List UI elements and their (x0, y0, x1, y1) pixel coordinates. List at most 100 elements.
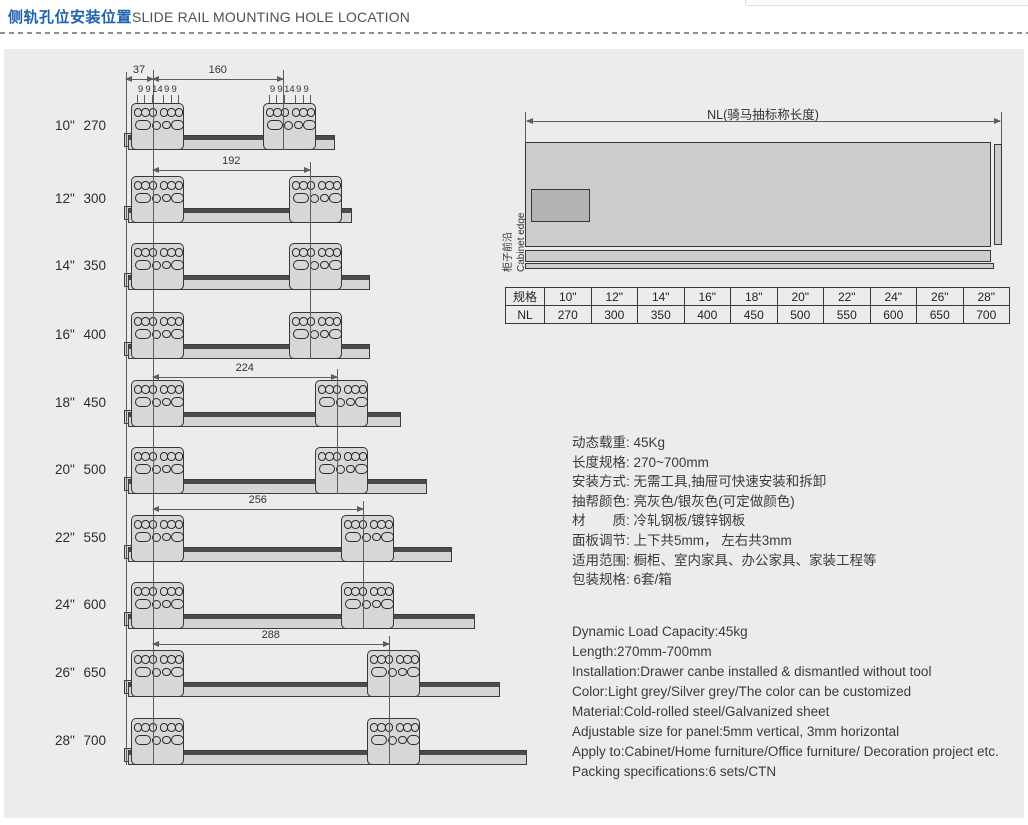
screw-slot (355, 464, 368, 474)
screw-hole (320, 329, 329, 339)
hole-pitch-tick (302, 95, 304, 103)
reference-line (152, 70, 154, 765)
dimension-value: 37 (132, 64, 146, 76)
screw-slot (267, 120, 283, 130)
dimension-value: 256 (248, 494, 267, 506)
rail-size-label: 16"400 (55, 327, 106, 342)
dimension-value: 224 (235, 362, 254, 374)
spec-line: 长度规格: 270~700mm (572, 454, 709, 470)
dimension-line (151, 505, 364, 512)
screw-slot (303, 120, 316, 130)
screw-slot (171, 667, 184, 677)
size-table-value-cell: 600 (869, 305, 917, 324)
screw-hole (388, 735, 397, 745)
size-table-header-cell: 规格 (505, 287, 545, 306)
screw-slot (135, 120, 151, 130)
spec-line: 安装方式: 无需工具,抽屉可快速安装和拆卸 (572, 474, 827, 490)
screw-hole (388, 667, 397, 677)
screw-hole (410, 723, 420, 732)
nl-dimension-line (526, 117, 1001, 124)
screw-hole (174, 181, 184, 190)
hole-pitch-value: 9 (269, 84, 276, 95)
slide-rail-bar (128, 750, 527, 765)
screw-slot (407, 667, 420, 677)
hole-pitch-tick (144, 95, 146, 103)
screw-hole (162, 735, 171, 745)
hole-pitch-tick (170, 95, 172, 103)
mounting-bracket (315, 447, 368, 494)
screw-hole (358, 452, 368, 461)
size-table-value-cell: 400 (683, 305, 731, 324)
rail-size-inches: 28" (55, 733, 75, 748)
spec-line: 适用范围: 橱柜、室内家具、办公家具、家装工程等 (572, 552, 877, 568)
screw-slot (171, 532, 184, 542)
size-table-value-cell: 500 (776, 305, 824, 324)
size-table-header-cell: 26" (916, 287, 964, 306)
hole-pitch-tick (283, 95, 285, 103)
screw-slot (135, 532, 151, 542)
mounting-bracket (131, 380, 184, 427)
reference-line (310, 162, 311, 359)
rail-length-mm: 350 (83, 258, 106, 273)
hole-pitch-value: 9 (277, 84, 283, 95)
dimension-value: 160 (208, 64, 227, 76)
mounting-bracket (367, 650, 420, 697)
screw-hole (162, 464, 171, 474)
hole-pitch-tick (136, 95, 138, 103)
rail-size-inches: 26" (55, 665, 75, 680)
dimension-line (151, 640, 390, 647)
hole-pitch-value: 9 (171, 84, 177, 95)
screw-slot (171, 193, 184, 203)
size-table-value-cell: 350 (637, 305, 685, 324)
dashed-divider (0, 32, 1028, 34)
hole-pitch-value: 9 (164, 84, 170, 95)
screw-slot (329, 329, 342, 339)
reference-line (389, 636, 390, 765)
screw-hole (162, 329, 171, 339)
rail-size-inches: 12" (55, 191, 75, 206)
screw-hole (174, 108, 184, 117)
hole-pitch-tick (276, 95, 278, 103)
screw-slot (171, 735, 184, 745)
screw-hole (174, 723, 184, 732)
size-table-value-cell: 300 (590, 305, 638, 324)
screw-hole (384, 723, 394, 732)
size-table-header-cell: 14" (637, 287, 685, 306)
rail-length-mm: 450 (83, 395, 106, 410)
page-title-chinese: 侧轨孔位安装位置 (8, 9, 133, 26)
spec-line: Installation:Drawer canbe installed & di… (572, 664, 932, 679)
screw-hole (384, 587, 394, 596)
mounting-bracket (289, 176, 342, 223)
hole-pitch-value: 9 (137, 84, 144, 95)
size-table-value-cell: 550 (823, 305, 871, 324)
screw-slot (171, 397, 184, 407)
size-table-header-cell: 28" (962, 287, 1010, 306)
dimension-line (151, 373, 338, 380)
size-table-header-cell: 22" (823, 287, 871, 306)
reference-line (125, 72, 127, 765)
drawer-front-cap (994, 144, 1002, 245)
size-table-header-cell: 24" (869, 287, 917, 306)
nl-extension-line-left (525, 112, 526, 143)
rail-size-inches: 24" (55, 597, 75, 612)
rail-size-label: 14"350 (55, 258, 106, 273)
screw-hole (398, 667, 407, 677)
screw-hole (372, 532, 381, 542)
rail-size-label: 26"650 (55, 665, 106, 680)
size-table-value-cell: 270 (544, 305, 592, 324)
hole-pitch-tick (295, 95, 296, 103)
screw-slot (293, 329, 309, 339)
screw-hole (332, 317, 342, 326)
rail-length-mm: 300 (83, 191, 106, 206)
screw-hole (162, 599, 171, 609)
screw-hole (280, 108, 290, 117)
rail-size-label: 10"270 (55, 118, 106, 133)
screw-slot (293, 260, 309, 270)
rail-size-label: 24"600 (55, 597, 106, 612)
rail-size-label: 12" 300 (55, 191, 106, 206)
screw-hole (358, 587, 368, 596)
screw-slot (171, 464, 184, 474)
size-table-header-cell: 10" (544, 287, 592, 306)
mounting-bracket (341, 515, 394, 562)
